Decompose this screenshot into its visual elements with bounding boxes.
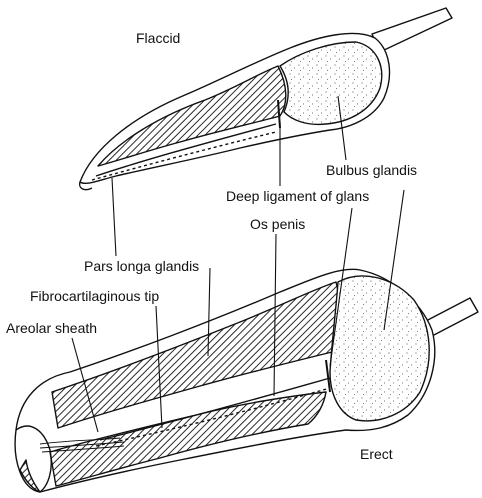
label-fibrocartilaginous-tip: Fibrocartilaginous tip — [30, 288, 159, 304]
flaccid-retractor-strip — [372, 8, 452, 52]
erect-bulbus-stippled — [330, 276, 429, 421]
label-pars-longa-glandis: Pars longa glandis — [84, 258, 199, 274]
label-bulbus-glandis: Bulbus glandis — [326, 162, 417, 178]
label-flaccid: Flaccid — [136, 30, 180, 46]
leader-pars-longa-upper — [112, 178, 116, 256]
label-deep-ligament-of-glans: Deep ligament of glans — [226, 188, 369, 204]
label-areolar-sheath: Areolar sheath — [6, 320, 97, 336]
label-erect: Erect — [360, 446, 393, 462]
label-os-penis: Os penis — [250, 216, 305, 232]
